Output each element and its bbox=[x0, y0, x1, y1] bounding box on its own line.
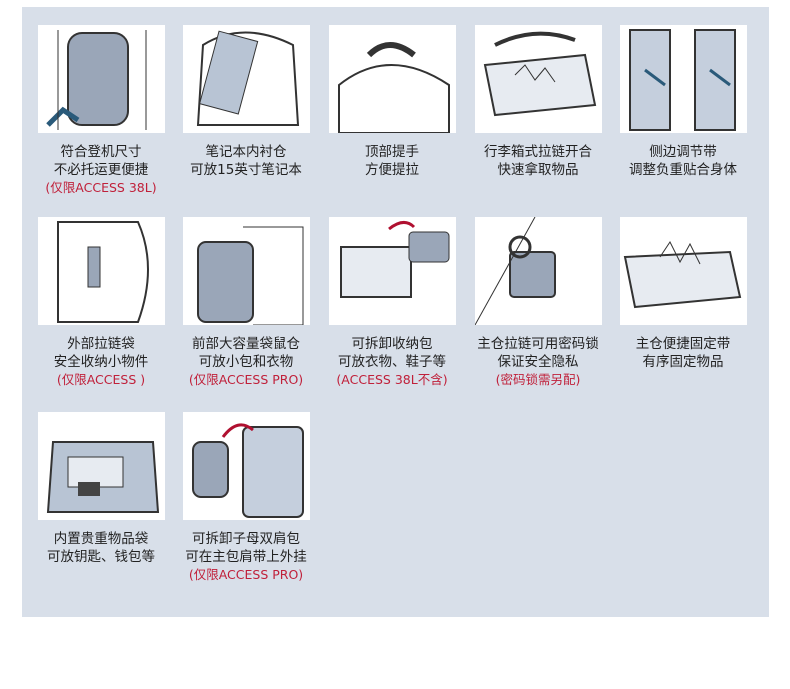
feature-caption: 顶部提手方便提拉 bbox=[322, 143, 462, 179]
caption-line: 主仓便捷固定带 bbox=[635, 336, 731, 352]
feature-item: 可拆卸收纳包可放衣物、鞋子等 (ACCESS 38L不含) bbox=[322, 217, 462, 388]
feature-item: 主仓拉链可用密码锁保证安全隐私 (密码锁需另配) bbox=[468, 217, 608, 388]
feature-caption: 侧边调节带调整负重贴合身体 bbox=[613, 143, 753, 179]
caption-line: 可放衣物、鞋子等 bbox=[338, 354, 446, 370]
caption-line: 内置贵重物品袋 bbox=[53, 531, 149, 547]
caption-line: 保证安全隐私 bbox=[497, 354, 579, 370]
carry-on-size-illustration-icon bbox=[37, 25, 165, 133]
combination-lock-illustration-icon bbox=[474, 217, 602, 325]
caption-line: 有序固定物品 bbox=[642, 354, 724, 370]
feature-caption: 可拆卸子母双肩包可在主包肩带上外挂 (仅限ACCESS PRO) bbox=[176, 530, 316, 583]
feature-caption: 符合登机尺寸不必托运更便捷 (仅限ACCESS 38L) bbox=[31, 143, 171, 196]
caption-line: 可放15英寸笔记本 bbox=[190, 162, 302, 178]
caption-line: 可拆卸收纳包 bbox=[351, 336, 433, 352]
caption-line: 可放钥匙、钱包等 bbox=[47, 549, 155, 565]
laptop-sleeve-illustration-icon bbox=[182, 25, 310, 133]
feature-item: 内置贵重物品袋可放钥匙、钱包等 bbox=[31, 412, 171, 566]
caption-line: 调整负重贴合身体 bbox=[629, 162, 737, 178]
caption-line: 行李箱式拉链开合 bbox=[484, 144, 592, 160]
feature-item: 可拆卸子母双肩包可在主包肩带上外挂 (仅限ACCESS PRO) bbox=[176, 412, 316, 583]
top-handle-illustration-icon bbox=[328, 25, 456, 133]
front-pocket-illustration-icon bbox=[182, 217, 310, 325]
feature-caption: 前部大容量袋鼠仓可放小包和衣物 (仅限ACCESS PRO) bbox=[176, 335, 316, 388]
caption-line: 外部拉链袋 bbox=[67, 336, 135, 352]
caption-line: 笔记本内衬仓 bbox=[205, 144, 287, 160]
side-straps-illustration-icon bbox=[619, 25, 747, 133]
caption-line: 主仓拉链可用密码锁 bbox=[477, 336, 599, 352]
feature-item: 前部大容量袋鼠仓可放小包和衣物 (仅限ACCESS PRO) bbox=[176, 217, 316, 388]
feature-caption: 可拆卸收纳包可放衣物、鞋子等 (ACCESS 38L不含) bbox=[322, 335, 462, 388]
detachable-daypack-illustration-icon bbox=[182, 412, 310, 520]
feature-item: 行李箱式拉链开合快速拿取物品 bbox=[468, 25, 608, 179]
caption-line: 不必托运更便捷 bbox=[53, 162, 149, 178]
caption-line: 可在主包肩带上外挂 bbox=[185, 549, 307, 565]
caption-note: (仅限ACCESS PRO) bbox=[188, 567, 304, 582]
feature-item: 侧边调节带调整负重贴合身体 bbox=[613, 25, 753, 179]
caption-note: (密码锁需另配) bbox=[495, 372, 581, 387]
removable-pouch-illustration-icon bbox=[328, 217, 456, 325]
feature-caption: 行李箱式拉链开合快速拿取物品 bbox=[468, 143, 608, 179]
caption-line: 符合登机尺寸 bbox=[60, 144, 142, 160]
feature-item: 顶部提手方便提拉 bbox=[322, 25, 462, 179]
feature-item: 笔记本内衬仓可放15英寸笔记本 bbox=[176, 25, 316, 179]
valuables-pocket-illustration-icon bbox=[37, 412, 165, 520]
feature-caption: 主仓便捷固定带有序固定物品 bbox=[613, 335, 753, 371]
caption-note: (仅限ACCESS ) bbox=[56, 372, 146, 387]
compression-straps-illustration-icon bbox=[619, 217, 747, 325]
caption-line: 快速拿取物品 bbox=[497, 162, 579, 178]
caption-line: 可拆卸子母双肩包 bbox=[192, 531, 300, 547]
caption-line: 可放小包和衣物 bbox=[198, 354, 294, 370]
feature-item: 外部拉链袋安全收纳小物件 (仅限ACCESS ) bbox=[31, 217, 171, 388]
feature-item: 符合登机尺寸不必托运更便捷 (仅限ACCESS 38L) bbox=[31, 25, 171, 196]
outer-zip-pocket-illustration-icon bbox=[37, 217, 165, 325]
feature-caption: 笔记本内衬仓可放15英寸笔记本 bbox=[176, 143, 316, 179]
caption-line: 安全收纳小物件 bbox=[53, 354, 149, 370]
feature-caption: 外部拉链袋安全收纳小物件 (仅限ACCESS ) bbox=[31, 335, 171, 388]
caption-line: 方便提拉 bbox=[365, 162, 419, 178]
caption-note: (ACCESS 38L不含) bbox=[336, 372, 448, 387]
feature-item: 主仓便捷固定带有序固定物品 bbox=[613, 217, 753, 371]
caption-line: 前部大容量袋鼠仓 bbox=[192, 336, 300, 352]
caption-note: (仅限ACCESS PRO) bbox=[188, 372, 304, 387]
caption-line: 侧边调节带 bbox=[649, 144, 717, 160]
caption-line: 顶部提手 bbox=[365, 144, 419, 160]
feature-caption: 主仓拉链可用密码锁保证安全隐私 (密码锁需另配) bbox=[468, 335, 608, 388]
feature-caption: 内置贵重物品袋可放钥匙、钱包等 bbox=[31, 530, 171, 566]
suitcase-zip-illustration-icon bbox=[474, 25, 602, 133]
caption-note: (仅限ACCESS 38L) bbox=[45, 180, 157, 195]
